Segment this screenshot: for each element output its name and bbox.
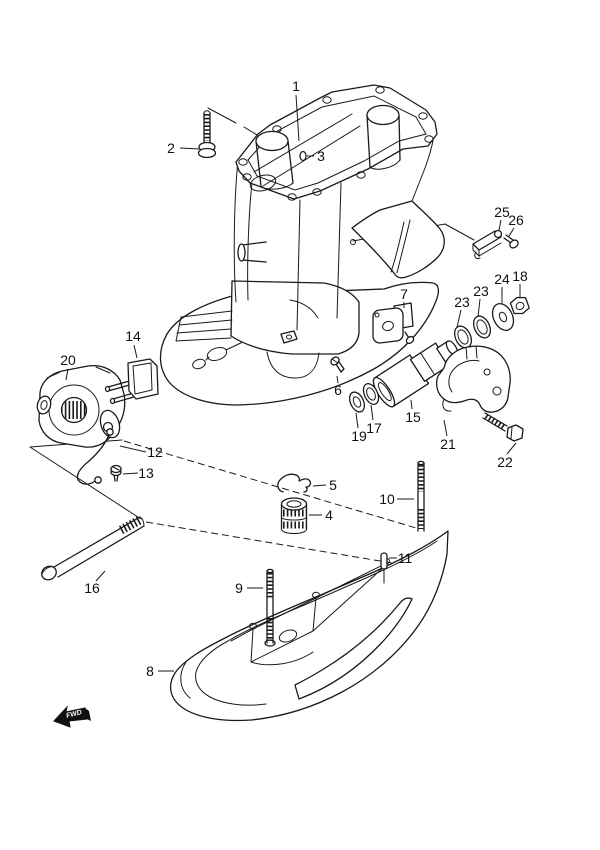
part-label-23-22: 23	[454, 294, 470, 310]
part-label-19-18: 19	[351, 428, 367, 444]
wire-12	[76, 428, 114, 485]
leader-line-17-16	[370, 404, 374, 421]
leader-line-1-0	[295, 94, 300, 142]
leader-line-21-20	[443, 419, 448, 437]
leader-line-14-13	[133, 344, 138, 359]
leader-line-20-19	[65, 368, 69, 381]
part-label-11-10: 11	[398, 550, 413, 566]
leader-line-6-5	[336, 375, 339, 384]
bracket-14	[104, 358, 159, 405]
driveshaft-housing	[233, 140, 445, 331]
leader-line-15-14	[410, 399, 413, 410]
part-label-12-11: 12	[147, 444, 163, 460]
bracket-21	[436, 345, 511, 413]
seal-plate-7	[372, 302, 415, 345]
leader-line-23-23	[477, 298, 481, 318]
part-label-1-0: 1	[292, 78, 300, 94]
part-label-4-3: 4	[325, 507, 333, 523]
bolt-22	[482, 412, 524, 442]
pin-25	[472, 229, 503, 259]
part-label-6-5: 6	[334, 382, 342, 398]
part-label-25-25: 25	[494, 204, 510, 220]
mount-bolt-2	[197, 110, 217, 159]
part-label-17-16: 17	[366, 420, 382, 436]
clip-5	[277, 473, 312, 493]
fwd-arrow-shadow	[85, 708, 91, 721]
part-label-22-21: 22	[497, 454, 513, 470]
part-label-15-14: 15	[405, 409, 421, 425]
leader-line-26-26	[508, 227, 515, 237]
housing-tower-left	[255, 130, 294, 190]
part-label-5-4: 5	[329, 477, 337, 493]
washer-17	[362, 383, 380, 405]
leader-line-22-21	[506, 442, 517, 455]
part-label-3-2: 3	[317, 148, 325, 164]
leader-line-12-11	[119, 445, 147, 453]
bolt-16	[41, 516, 145, 581]
screw-6	[330, 356, 345, 373]
midsection-block	[175, 280, 360, 379]
part-label-13-12: 13	[138, 465, 154, 481]
bushing-4	[280, 497, 308, 534]
leader-line-5-4	[312, 484, 327, 487]
washer-23b	[472, 315, 492, 339]
part-label-26-26: 26	[508, 212, 524, 228]
leader-line-23-22	[456, 309, 462, 328]
fwd-label: FWD	[66, 709, 83, 720]
part-label-8-7: 8	[146, 663, 154, 679]
leader-line-16-15	[95, 570, 106, 582]
leader-line-2-1	[179, 147, 200, 150]
part-label-21-20: 21	[440, 436, 456, 452]
screw-13	[110, 464, 122, 482]
nut-18	[509, 296, 530, 315]
stud-9	[264, 568, 276, 647]
part-label-14-13: 14	[125, 328, 141, 344]
housing-tower-right	[366, 104, 401, 170]
part-label-2-1: 2	[167, 140, 175, 156]
leader-line-13-12	[122, 472, 139, 475]
rear-mount-15	[372, 340, 459, 408]
dowel-11	[380, 552, 388, 584]
part-label-18-17: 18	[512, 268, 528, 284]
part-label-20-19: 20	[60, 352, 76, 368]
flange-bolt-holes	[238, 86, 434, 201]
part-label-7-6: 7	[400, 286, 408, 302]
leader-line-19-18	[355, 412, 359, 429]
washer-24	[491, 303, 515, 331]
part-label-23-23: 23	[473, 283, 489, 299]
part-label-16-15: 16	[84, 580, 100, 596]
part-label-10-9: 10	[379, 491, 395, 507]
lower-mount-housing-8	[169, 530, 449, 722]
front-mount-20	[36, 364, 126, 448]
breather-plug-3	[299, 150, 307, 162]
stud-10	[417, 460, 425, 532]
part-label-24-24: 24	[494, 271, 510, 287]
leader-line-25-25	[498, 219, 502, 231]
housing-side-stub	[237, 241, 267, 263]
housing-flange	[235, 84, 438, 201]
washer-19	[348, 391, 366, 413]
part-label-9-8: 9	[235, 580, 243, 596]
bolt-26	[503, 234, 519, 249]
fwd-arrow: FWD	[53, 705, 91, 728]
housing-tail	[351, 200, 445, 279]
